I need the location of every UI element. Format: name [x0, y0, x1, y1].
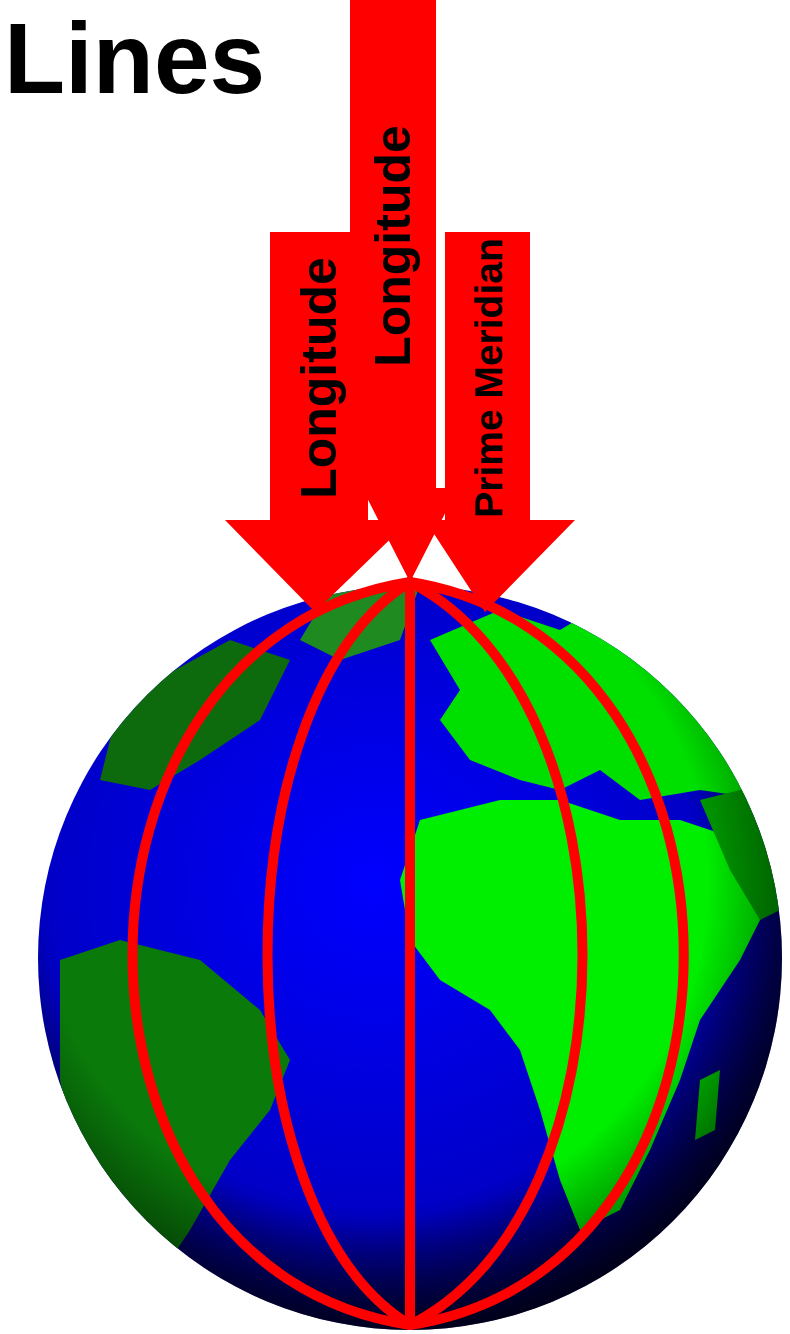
- callout-arrow: [425, 232, 575, 612]
- callout-label: Longitude: [368, 125, 418, 367]
- callout-label: Longitude: [294, 257, 344, 499]
- meridian-lines: [133, 582, 684, 1325]
- callout-label: Prime Meridian: [469, 238, 508, 518]
- callout-arrow: [350, 0, 458, 582]
- title: Lines: [4, 8, 265, 108]
